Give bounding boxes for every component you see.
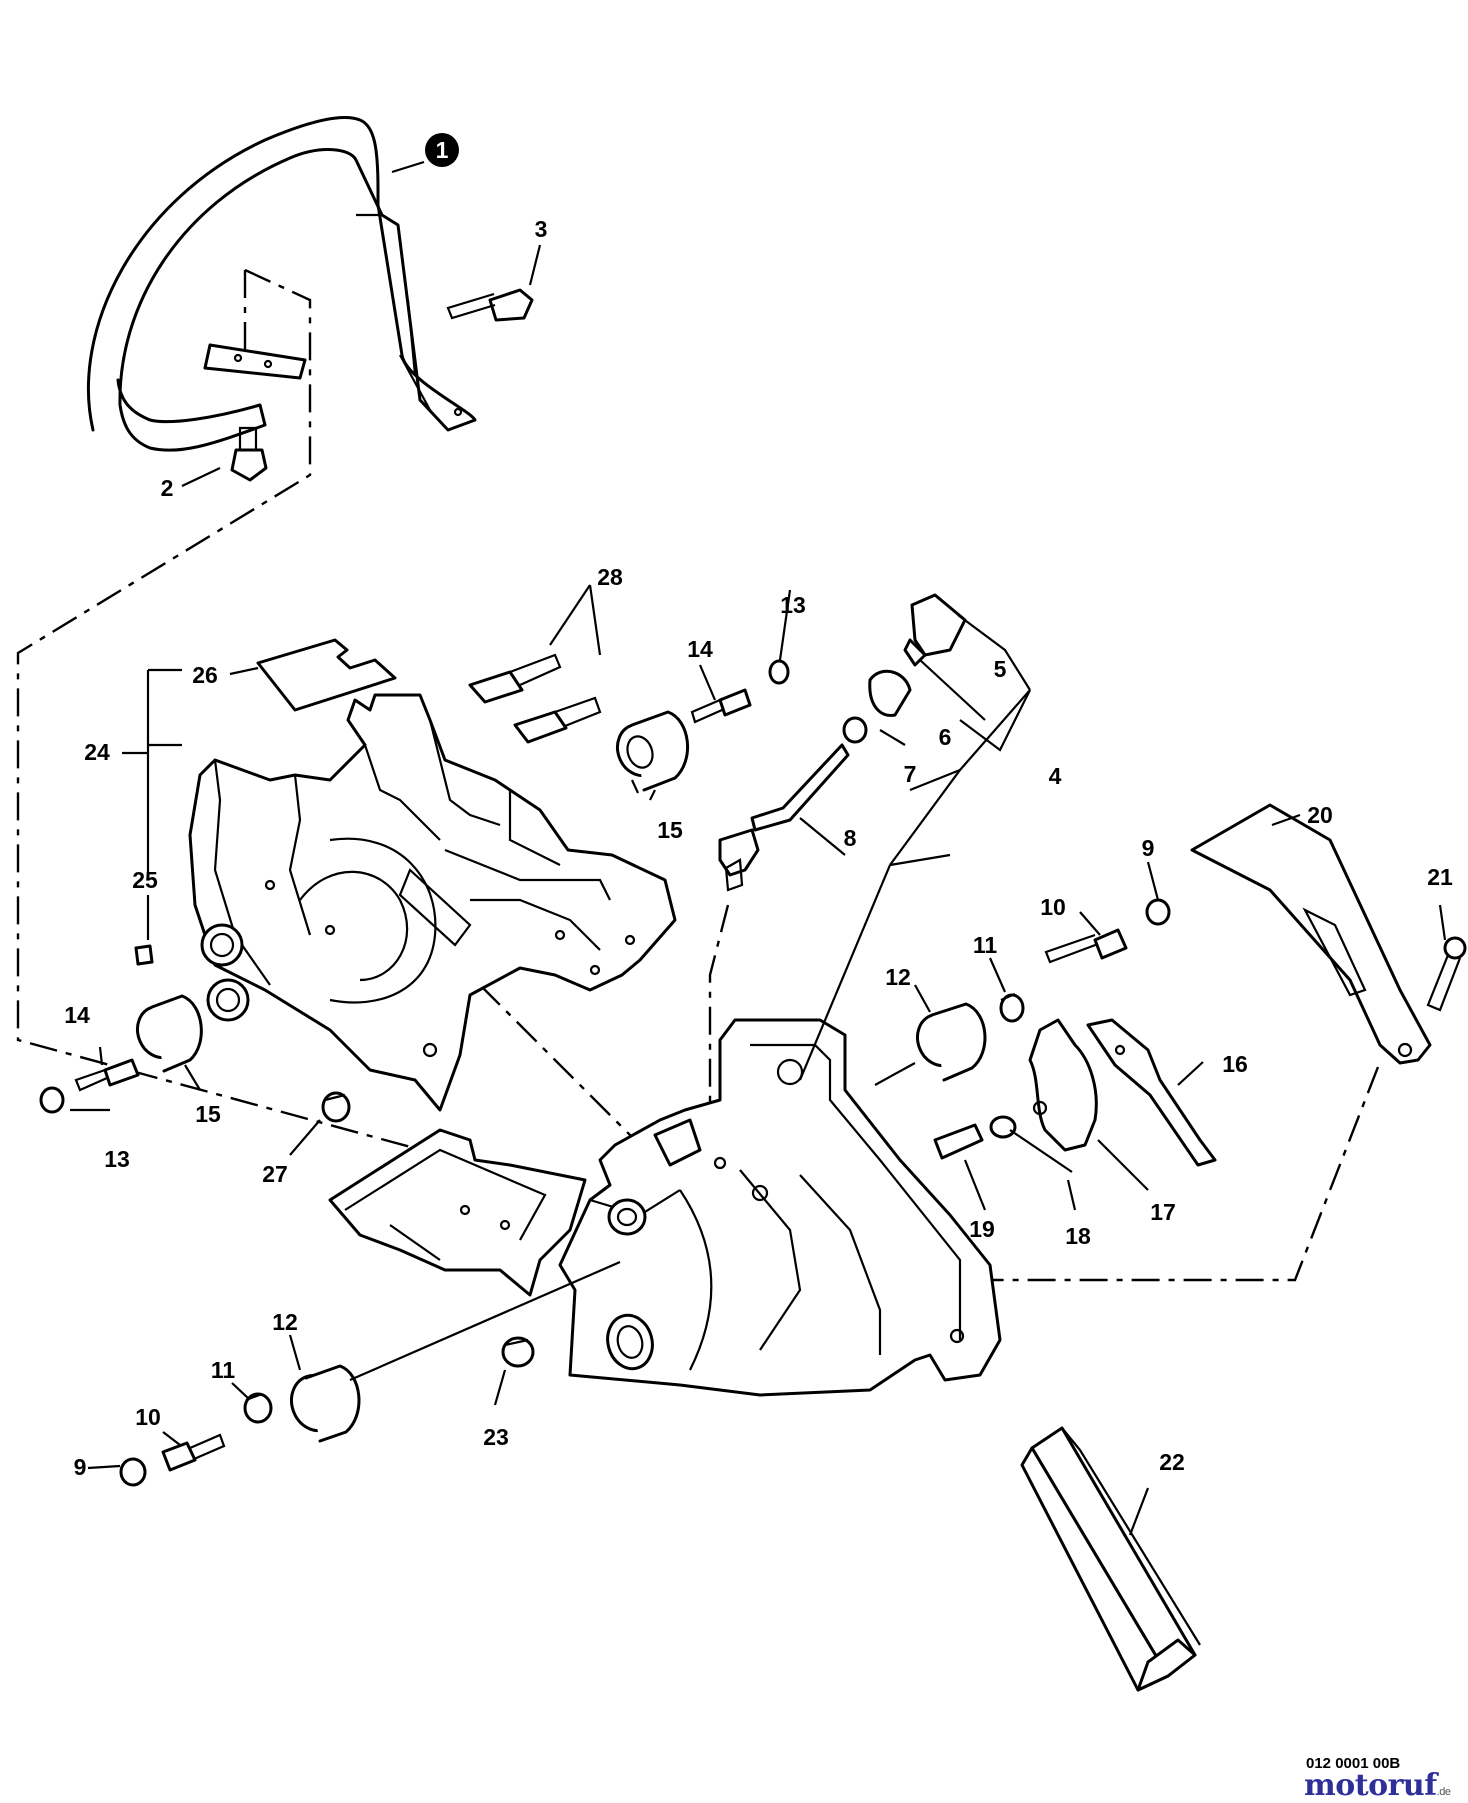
callout-16: 16 (1222, 1051, 1248, 1077)
callout-8: 8 (844, 825, 857, 851)
leader-lines (70, 160, 1447, 1536)
watermark-logo: motoruf.de (1304, 1768, 1451, 1803)
throttle-trigger-part (1028, 1018, 1098, 1152)
trigger-pin-part (933, 1123, 984, 1160)
throttle-lockout-part (1086, 1018, 1217, 1167)
watermark-name: motoruf (1304, 1768, 1437, 1803)
callout-11: 11 (973, 932, 998, 958)
washer-right-part (1145, 898, 1171, 926)
callout-labels: 1 2 3 4 5 6 7 8 9 10 11 12 13 14 15 16 1… (64, 137, 1453, 1480)
spacer-upper-part (999, 992, 1025, 1023)
long-bolts-part (468, 653, 602, 744)
callout-5: 5 (994, 656, 1007, 682)
socket-bolt-bottom-part (161, 1433, 226, 1472)
callout-14-lower: 14 (64, 1002, 90, 1028)
base-plate-part (328, 1128, 587, 1297)
gasket-sheet-part (256, 638, 397, 712)
watermark-tld: .de (1436, 1786, 1451, 1798)
callout-6: 6 (939, 724, 952, 750)
callout-4: 4 (1049, 763, 1062, 789)
small-cap-part (321, 1091, 351, 1123)
handle-cover-part (1190, 803, 1432, 1065)
rubber-damper-lower-part (135, 994, 203, 1073)
washer-upper-part (768, 659, 790, 685)
spacer-bottom-part (243, 1392, 273, 1424)
callout-10-lower: 10 (135, 1404, 161, 1430)
guard-bolt-lower-part (230, 426, 268, 482)
callout-15-lower: 15 (195, 1101, 221, 1127)
rubber-damper-bottom-part (289, 1260, 621, 1443)
fuel-line-assembly-part (718, 593, 967, 892)
cap-screw-part (501, 1336, 535, 1368)
callout-13: 13 (780, 592, 806, 618)
crankcase-frame-part (188, 693, 677, 1112)
callout-27: 27 (262, 1161, 288, 1187)
callout-15: 15 (657, 817, 683, 843)
guard-bolt-part (446, 288, 534, 322)
hand-guard-part (87, 116, 477, 452)
callout-10: 10 (1040, 894, 1066, 920)
socket-bolt-upper-part (1044, 928, 1128, 964)
callout-25: 25 (132, 867, 158, 893)
pin-bolt-lower-part (74, 1058, 140, 1092)
callout-28: 28 (597, 564, 623, 590)
pin-bolt-upper-part (690, 688, 752, 724)
callout-24: 24 (84, 739, 110, 765)
callout-20: 20 (1307, 802, 1333, 828)
trigger-spring-part (989, 1115, 1073, 1173)
rear-handle-part (558, 1018, 1002, 1397)
callout-9-lower: 9 (74, 1454, 87, 1480)
callout-9: 9 (1142, 835, 1155, 861)
callout-21: 21 (1427, 864, 1453, 890)
callout-13-lower: 13 (104, 1146, 130, 1172)
rubber-damper-right-part (915, 1002, 987, 1082)
callout-3: 3 (535, 216, 548, 242)
callout-1-marker (425, 133, 459, 167)
callout-23: 23 (483, 1424, 509, 1450)
callout-18: 18 (1065, 1223, 1091, 1249)
callout-19: 19 (969, 1216, 995, 1242)
callout-11-lower: 11 (211, 1357, 236, 1383)
callout-12-lower: 12 (272, 1309, 298, 1335)
callout-17: 17 (1150, 1199, 1176, 1225)
callout-2: 2 (161, 475, 174, 501)
callout-1: 1 (436, 137, 449, 163)
callout-7: 7 (904, 761, 917, 787)
callout-12: 12 (885, 964, 911, 990)
callout-22: 22 (1159, 1449, 1185, 1475)
cover-screw-part (1426, 936, 1467, 1012)
grip-sleeve-part (1020, 1426, 1201, 1692)
rubber-damper-upper-part (615, 710, 690, 792)
washer-lower-part (39, 1086, 65, 1114)
drawing-code: 012 0001 00B (1306, 1755, 1401, 1772)
washer-bottom-part (119, 1457, 147, 1487)
small-pin-part (134, 944, 154, 966)
callout-26: 26 (192, 662, 218, 688)
callout-14: 14 (687, 636, 713, 662)
